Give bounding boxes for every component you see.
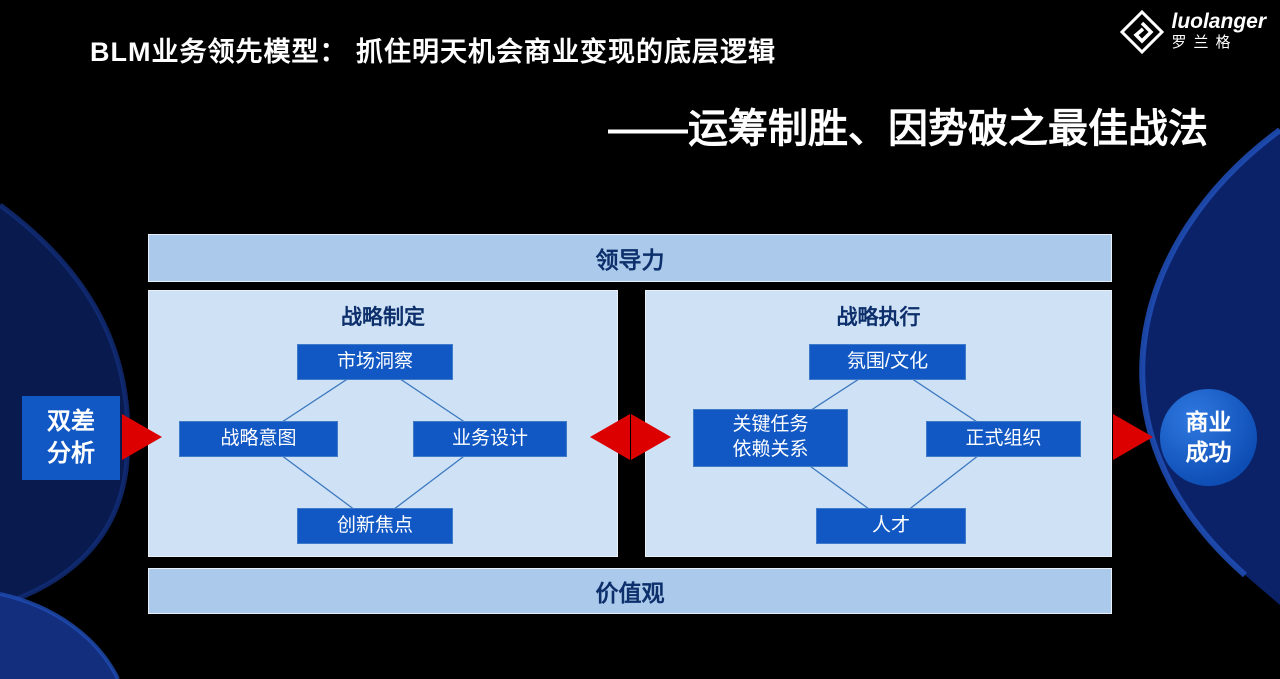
output-arrow-icon — [1113, 414, 1153, 460]
brand-name: luolanger — [1171, 10, 1266, 33]
business-success-circle: 商业 成功 — [1160, 389, 1257, 486]
brand-logo: luolanger 罗兰格 — [1120, 10, 1266, 54]
input-arrow-icon — [122, 414, 162, 460]
leadership-bar-label: 领导力 — [595, 247, 665, 273]
middle-left-arrow-icon — [590, 414, 630, 460]
talent-box: 人才 — [816, 508, 966, 544]
strategy-execution-panel: 战略执行 氛围/文化 关键任务 依赖关系 正式组织 人才 — [645, 290, 1112, 557]
formal-organization-box: 正式组织 — [926, 421, 1081, 457]
gap-analysis-line1: 双差 — [47, 407, 95, 435]
business-design-box: 业务设计 — [413, 421, 567, 457]
page-subtitle: ——运筹制胜、因势破之最佳战法 — [608, 107, 1208, 151]
gap-analysis-line2: 分析 — [47, 440, 95, 467]
key-tasks-dependencies-box: 关键任务 依赖关系 — [693, 409, 848, 467]
market-insight-box: 市场洞察 — [297, 344, 453, 380]
leadership-bar: 领导力 — [148, 234, 1112, 282]
middle-right-arrow-icon — [631, 414, 671, 460]
business-success-line2: 成功 — [1185, 438, 1232, 465]
strategy-execution-title: 战略执行 — [836, 306, 921, 329]
strategy-formulation-title: 战略制定 — [341, 306, 425, 329]
values-bar-label: 价值观 — [595, 580, 665, 606]
strategic-intent-box: 战略意图 — [179, 421, 338, 457]
brand-logo-text: luolanger 罗兰格 — [1171, 10, 1266, 51]
key-tasks-line: 关键任务 — [732, 414, 809, 436]
innovation-focus-box: 创新焦点 — [297, 508, 453, 544]
diamond-logo-icon — [1120, 10, 1165, 54]
brand-name-cjk: 罗兰格 — [1171, 34, 1238, 52]
gap-analysis-box: 双差 分析 — [22, 396, 120, 480]
dependencies-line: 依赖关系 — [732, 439, 809, 460]
business-success-line1: 商业 — [1185, 408, 1232, 435]
page-title: BLM业务领先模型： 抓住明天机会商业变现的底层逻辑 — [90, 37, 776, 67]
atmosphere-culture-box: 氛围/文化 — [809, 344, 966, 380]
strategy-formulation-panel: 战略制定 市场洞察 战略意图 业务设计 创新焦点 — [148, 290, 618, 557]
values-bar: 价值观 — [148, 568, 1112, 614]
